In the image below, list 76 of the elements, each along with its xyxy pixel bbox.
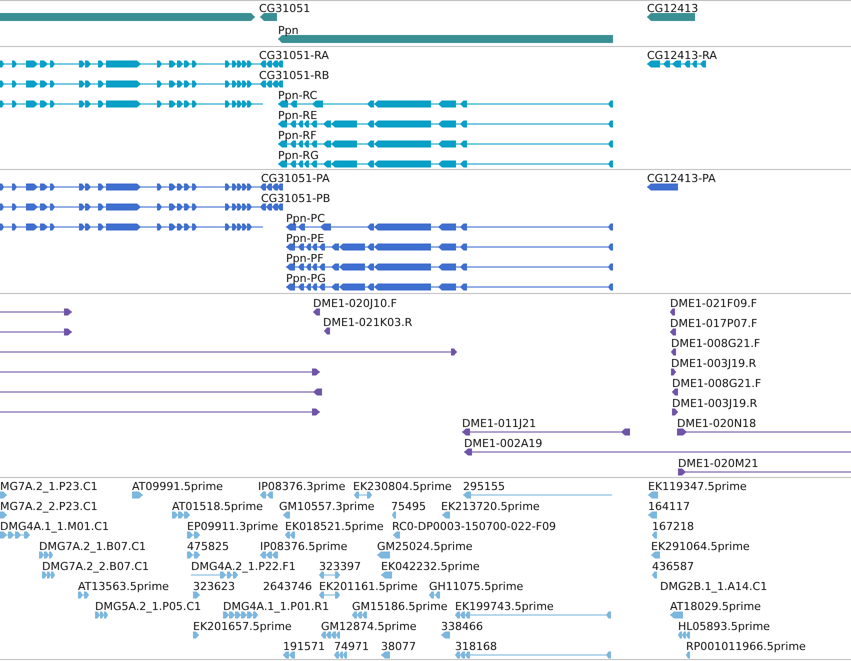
feature-label: 167218 bbox=[652, 520, 694, 533]
feature-label: AT13563.5prime bbox=[78, 580, 169, 593]
feature-label: GM10557.3prime bbox=[279, 500, 375, 513]
feature-label: GH11075.5prime bbox=[429, 580, 524, 593]
feature-label: CG31051-PA bbox=[261, 172, 330, 185]
feature-label: DMG2B.1_1.A14.C1 bbox=[660, 580, 768, 593]
feature-label: 75495 bbox=[391, 500, 426, 513]
feature-label: DME1-002A19 bbox=[464, 437, 542, 450]
feature-label: MG7A.2_1.P23.C1 bbox=[0, 480, 98, 493]
feature-label: DMG7A.2_1.B07.C1 bbox=[39, 540, 146, 553]
feature-label: GM15186.5prime bbox=[352, 600, 448, 613]
feature-label: DME1-021K03.R bbox=[323, 316, 412, 329]
feature-label: AT09991.5prime bbox=[132, 480, 223, 493]
feature-label: IP08376.5prime bbox=[260, 540, 348, 553]
feature-label: EK018521.5prime bbox=[285, 520, 384, 533]
feature-label: DME1-011J21 bbox=[462, 417, 536, 430]
feature-label: CG12413 bbox=[647, 2, 698, 15]
feature-label: 191571 bbox=[283, 640, 325, 653]
feature-label: EP09911.3prime bbox=[187, 520, 278, 533]
feature-label: DMG4A.1_1.M01.C1 bbox=[0, 520, 109, 533]
feature-label: CG31051-RB bbox=[259, 69, 330, 82]
feature-label: Ppn-PG bbox=[286, 272, 326, 285]
feature-label: CG12413-PA bbox=[647, 172, 716, 185]
feature-label: EK119347.5prime bbox=[648, 480, 747, 493]
feature-label: 338466 bbox=[441, 620, 483, 633]
feature-label: 323623 bbox=[193, 580, 235, 593]
feature-label: DME1-008G21.F bbox=[672, 377, 762, 390]
feature-label: Ppn-PC bbox=[286, 212, 325, 225]
feature-label: IP08376.3prime bbox=[258, 480, 346, 493]
feature-label: Ppn-PE bbox=[286, 232, 324, 245]
feature-label: 2643746 bbox=[263, 580, 312, 593]
feature-label: EK199743.5prime bbox=[455, 600, 554, 613]
feature-label: 436587 bbox=[652, 560, 694, 573]
feature-label: 164117 bbox=[648, 500, 690, 513]
feature-label: DME1-003J19.R bbox=[671, 357, 756, 370]
feature-label: MG7A.2_2.P23.C1 bbox=[0, 500, 98, 513]
feature-label: AT01518.5prime bbox=[172, 500, 263, 513]
feature-label: DME1-021F09.F bbox=[670, 297, 758, 310]
feature-label: DME1-020N18 bbox=[677, 417, 756, 430]
feature-label: 38077 bbox=[381, 640, 416, 653]
feature-label: 74971 bbox=[334, 640, 369, 653]
feature-label: CG31051 bbox=[259, 2, 310, 15]
feature-label: DMG5A.2_1.P05.C1 bbox=[95, 600, 202, 613]
feature-label: DME1-020M21 bbox=[678, 457, 758, 470]
feature-label: EK201657.5prime bbox=[193, 620, 292, 633]
feature-label: HL05893.5prime bbox=[678, 620, 770, 633]
feature-label: GM25024.5prime bbox=[377, 540, 473, 553]
feature-label: RP001011966.5prime bbox=[686, 640, 806, 653]
feature-label: Ppn-RF bbox=[278, 129, 317, 142]
feature-label: Ppn-RC bbox=[278, 89, 318, 102]
feature-label: Ppn-RE bbox=[278, 109, 318, 122]
feature-label: Ppn-RG bbox=[278, 149, 319, 162]
feature-label: CG31051-PB bbox=[261, 192, 330, 205]
feature-label: EK213720.5prime bbox=[441, 500, 540, 513]
feature-label: EK201161.5prime bbox=[319, 580, 418, 593]
feature-label: 475825 bbox=[187, 540, 229, 553]
feature-label: RC0-DP0003-150700-022-F09 bbox=[392, 520, 556, 533]
feature-label: Ppn bbox=[278, 24, 299, 37]
feature-label: DME1-017P07.F bbox=[670, 317, 758, 330]
feature-label: GM12874.5prime bbox=[321, 620, 417, 633]
feature-label: 295155 bbox=[463, 480, 505, 493]
feature-label: DME1-008G21.F bbox=[671, 337, 760, 350]
feature-label: DMG4A.2_1.P22.F1 bbox=[191, 560, 296, 573]
feature-label: DME1-020J10.F bbox=[313, 297, 397, 310]
feature-label: DMG7A.2_2.B07.C1 bbox=[42, 560, 150, 573]
feature-label: Ppn-PF bbox=[286, 252, 324, 265]
feature-label: EK042232.5prime bbox=[381, 560, 480, 573]
feature-label: CG31051-RA bbox=[259, 49, 329, 62]
feature-label: DME1-003J19.R bbox=[672, 397, 758, 410]
feature-label: AT18029.5prime bbox=[670, 600, 761, 613]
feature-label: EK291064.5prime bbox=[651, 540, 750, 553]
feature-label: 323397 bbox=[319, 560, 361, 573]
feature-label: 318168 bbox=[455, 640, 497, 653]
feature-label: EK230804.5prime bbox=[353, 480, 452, 493]
feature-label: DMG4A.1_1.P01.R1 bbox=[223, 600, 330, 613]
feature-label: CG12413-RA bbox=[647, 49, 717, 62]
